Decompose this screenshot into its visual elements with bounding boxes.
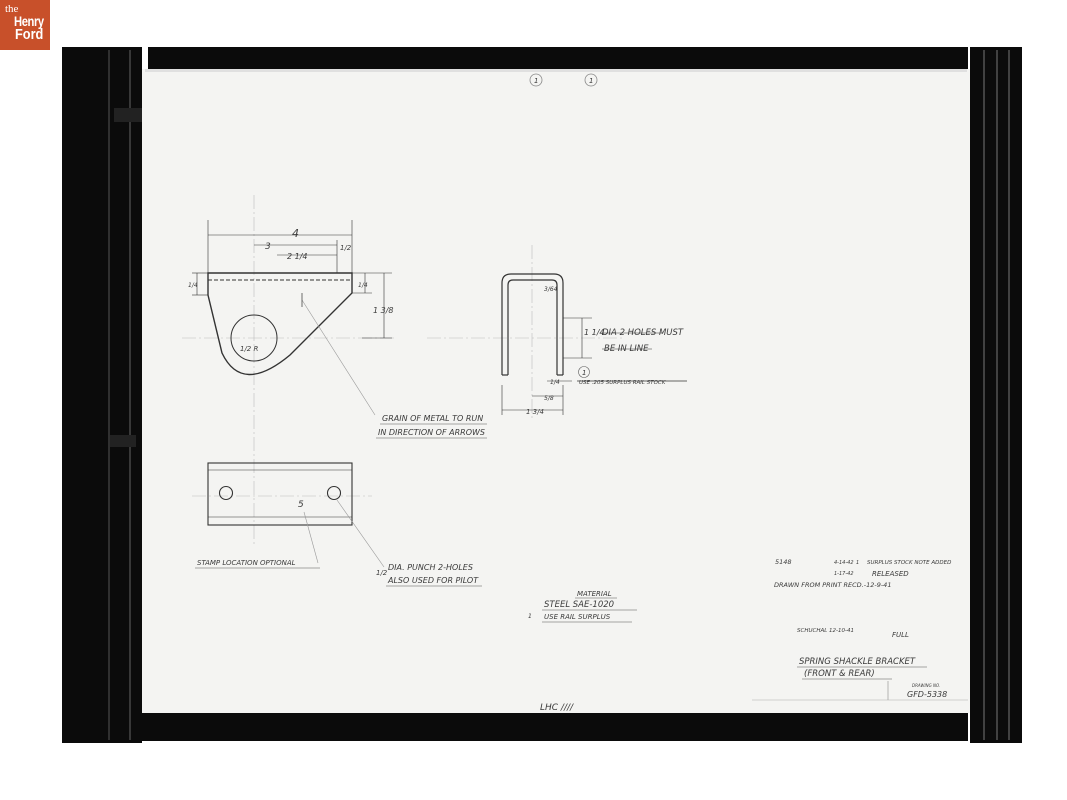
material-heading: MATERIAL (577, 590, 612, 598)
svg-text:1/2: 1/2 (340, 244, 352, 252)
hole-note-line1: DIA 2 HOLES MUST (602, 328, 684, 338)
revision-row2: RELEASED (872, 570, 909, 578)
engineering-drawing: 1 1 (62, 45, 1022, 745)
svg-text:1: 1 (589, 77, 593, 85)
svg-text:1/2 R: 1/2 R (240, 345, 258, 353)
svg-text:1: 1 (582, 369, 586, 377)
svg-text:5/8: 5/8 (544, 395, 554, 402)
revision-row3: DRAWN FROM PRINT RECD.-12-9-41 (774, 581, 891, 589)
punch-note-line2: ALSO USED FOR PILOT (387, 576, 479, 585)
stamp-note: STAMP LOCATION OPTIONAL (197, 559, 296, 567)
drawing-paper (142, 69, 970, 713)
hole-note-line2: BE IN LINE (604, 344, 649, 354)
svg-text:DRAWING NO.: DRAWING NO. (912, 683, 940, 688)
svg-text:4: 4 (292, 227, 299, 240)
svg-text:1/4: 1/4 (188, 282, 198, 289)
svg-text:5: 5 (298, 500, 304, 510)
left-film-border (62, 47, 142, 743)
material-spec: STEEL SAE-1020 (544, 600, 614, 610)
svg-text:2 1/4: 2 1/4 (287, 252, 308, 261)
logo-the: the (5, 3, 19, 15)
svg-text:3: 3 (265, 242, 271, 252)
top-film-border (148, 47, 968, 69)
svg-text:1/4: 1/4 (358, 282, 368, 289)
svg-text:4-14-42: 4-14-42 (834, 560, 854, 566)
drawing-title-line1: SPRING SHACKLE BRACKET (799, 657, 916, 667)
punch-note-line1: DIA. PUNCH 2-HOLES (388, 563, 473, 572)
logo-ford: Ford (15, 26, 44, 43)
svg-text:1: 1 (856, 560, 859, 566)
svg-text:1-17-42: 1-17-42 (834, 571, 854, 577)
svg-text:SCHUCHAL 12-10-41: SCHUCHAL 12-10-41 (797, 628, 854, 634)
logo-henry: Henry (14, 13, 44, 29)
svg-text:1/2: 1/2 (376, 569, 388, 577)
svg-text:FULL: FULL (892, 631, 909, 639)
grain-note-line2: IN DIRECTION OF ARROWS (378, 428, 485, 437)
henry-ford-logo: the Henry Ford (0, 0, 50, 50)
drawing-title-line2: (FRONT & REAR) (804, 669, 875, 679)
svg-text:1/4: 1/4 (550, 379, 560, 386)
drawing-photograph: 1 1 (62, 45, 1022, 745)
drawing-number: GFD-5338 (907, 690, 947, 699)
stock-note: USE .205 SURPLUS RAIL STOCK (579, 380, 666, 386)
svg-text:1 3/4: 1 3/4 (526, 408, 544, 416)
svg-text:1 1/4: 1 1/4 (584, 328, 605, 337)
svg-text:1 3/8: 1 3/8 (373, 306, 394, 315)
right-film-border (970, 47, 1022, 743)
material-alt: USE RAIL SURPLUS (544, 613, 611, 621)
grain-note-line1: GRAIN OF METAL TO RUN (382, 414, 483, 423)
bottom-film-border (136, 713, 968, 741)
svg-text:3/64: 3/64 (544, 286, 558, 293)
svg-text:1: 1 (534, 77, 538, 85)
bottom-initials: LHC //// (540, 703, 574, 713)
svg-text:5148: 5148 (775, 558, 792, 566)
revision-row1: SURPLUS STOCK NOTE ADDED (867, 560, 951, 566)
svg-text:1: 1 (528, 613, 532, 620)
